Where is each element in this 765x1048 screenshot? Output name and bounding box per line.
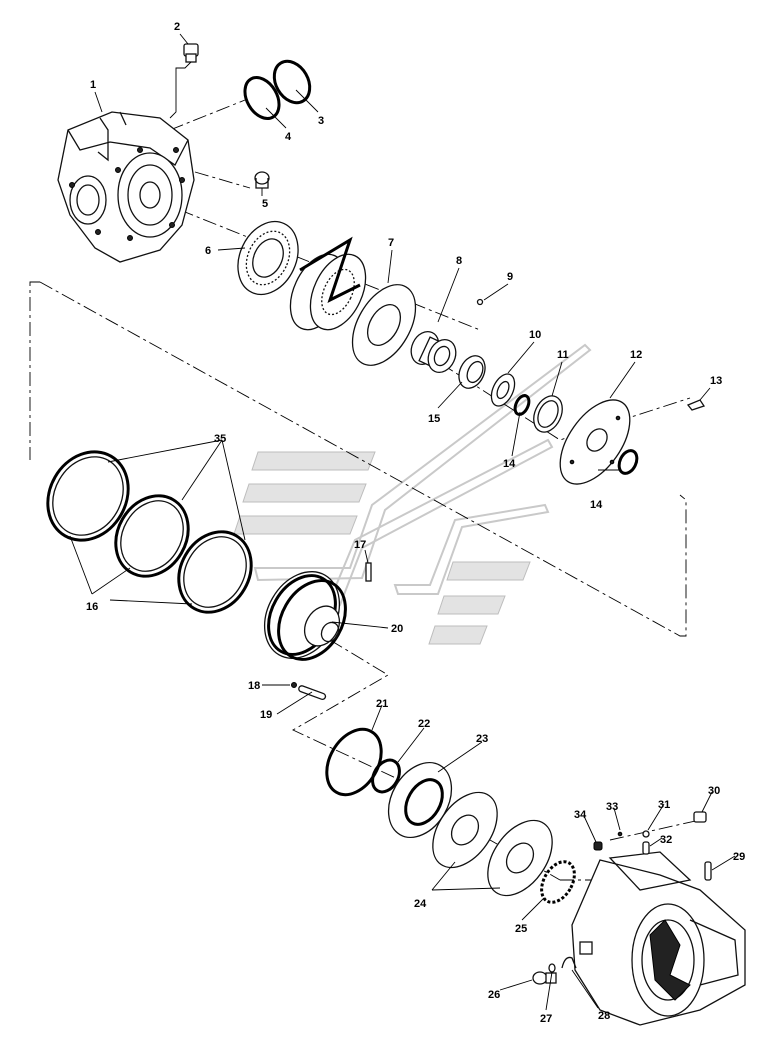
callout-5: 5 bbox=[262, 198, 268, 210]
hook-part-28 bbox=[561, 956, 577, 969]
callout-17: 17 bbox=[354, 539, 366, 551]
bearing-sleeve-part-8 bbox=[410, 330, 457, 374]
callout-6: 6 bbox=[205, 245, 211, 257]
callout-21: 21 bbox=[376, 698, 388, 710]
plug-part-5 bbox=[254, 171, 270, 189]
lock-plate-part-25 bbox=[540, 860, 576, 904]
plug-part-26 bbox=[532, 971, 557, 985]
callout-11: 11 bbox=[557, 349, 569, 361]
callout-29: 29 bbox=[733, 851, 745, 863]
leader-lines bbox=[69, 33, 736, 1011]
callout-31: 31 bbox=[658, 799, 670, 811]
output-housing bbox=[571, 851, 746, 1026]
callout-15: 15 bbox=[428, 413, 440, 425]
callout-32: 32 bbox=[660, 834, 672, 846]
callout-20: 20 bbox=[391, 623, 403, 635]
friction-disc-part-6 bbox=[237, 220, 299, 296]
callout-24: 24 bbox=[414, 898, 427, 910]
callout-35: 35 bbox=[214, 433, 226, 445]
callout-14-lower: 14 bbox=[590, 499, 603, 511]
watermark-logo bbox=[233, 343, 592, 645]
callout-30: 30 bbox=[708, 785, 720, 797]
callout-7: 7 bbox=[388, 237, 394, 249]
pin-part-17 bbox=[365, 562, 372, 582]
washer-part-27 bbox=[548, 963, 556, 973]
callout-27: 27 bbox=[540, 1013, 552, 1025]
washer-part-10 bbox=[490, 373, 516, 407]
bearing-part-15 bbox=[458, 355, 486, 389]
callout-19: 19 bbox=[260, 709, 272, 721]
o-ring-part-14-upper bbox=[513, 394, 531, 416]
callout-4: 4 bbox=[285, 131, 292, 143]
housing-part-1 bbox=[57, 111, 195, 263]
callout-14-upper: 14 bbox=[503, 458, 516, 470]
callout-26: 26 bbox=[488, 989, 500, 1001]
plug-part-30 bbox=[693, 811, 707, 823]
callout-33: 33 bbox=[606, 801, 618, 813]
plug-part-29 bbox=[704, 861, 712, 881]
callout-22: 22 bbox=[418, 718, 430, 730]
plates-part-24 bbox=[432, 791, 553, 897]
end-plate-part-12 bbox=[559, 399, 631, 485]
callout-16: 16 bbox=[86, 601, 98, 613]
pin-part-18 bbox=[291, 682, 297, 688]
callout-25: 25 bbox=[515, 923, 527, 935]
fitting-part-32 bbox=[642, 841, 650, 855]
o-ring-part-22 bbox=[371, 758, 401, 794]
callout-9: 9 bbox=[507, 271, 513, 283]
callout-1: 1 bbox=[90, 79, 96, 91]
callout-28: 28 bbox=[598, 1010, 610, 1022]
pin-part-9 bbox=[476, 298, 484, 306]
callout-18: 18 bbox=[248, 680, 260, 692]
plug-part-34 bbox=[593, 841, 603, 851]
piston-part-20 bbox=[263, 571, 347, 661]
callout-12: 12 bbox=[630, 349, 642, 361]
callout-10: 10 bbox=[529, 329, 541, 341]
callout-23: 23 bbox=[476, 733, 488, 745]
fitting-part-33 bbox=[617, 831, 623, 837]
brake-plate-assembly bbox=[289, 236, 367, 331]
pin-part-19 bbox=[298, 685, 327, 701]
breather-plug-part-2 bbox=[169, 43, 199, 119]
callout-2: 2 bbox=[174, 21, 180, 33]
fitting-part-31 bbox=[642, 830, 650, 838]
callout-34: 34 bbox=[574, 809, 587, 821]
o-ring-part-4 bbox=[243, 76, 281, 120]
key-part-13 bbox=[686, 399, 706, 411]
o-ring-part-14-lower bbox=[617, 449, 639, 475]
callout-labels: 1 2 3 4 5 6 7 8 9 10 11 12 13 14 14 15 1… bbox=[86, 21, 745, 1025]
callout-3: 3 bbox=[318, 115, 324, 127]
snap-ring-part-3 bbox=[272, 59, 312, 105]
callout-8: 8 bbox=[456, 255, 462, 267]
separator-plate-part-7 bbox=[351, 284, 417, 366]
callout-13: 13 bbox=[710, 375, 722, 387]
seal-rings-part-16-35 bbox=[46, 450, 253, 614]
ring-part-11 bbox=[533, 395, 563, 433]
